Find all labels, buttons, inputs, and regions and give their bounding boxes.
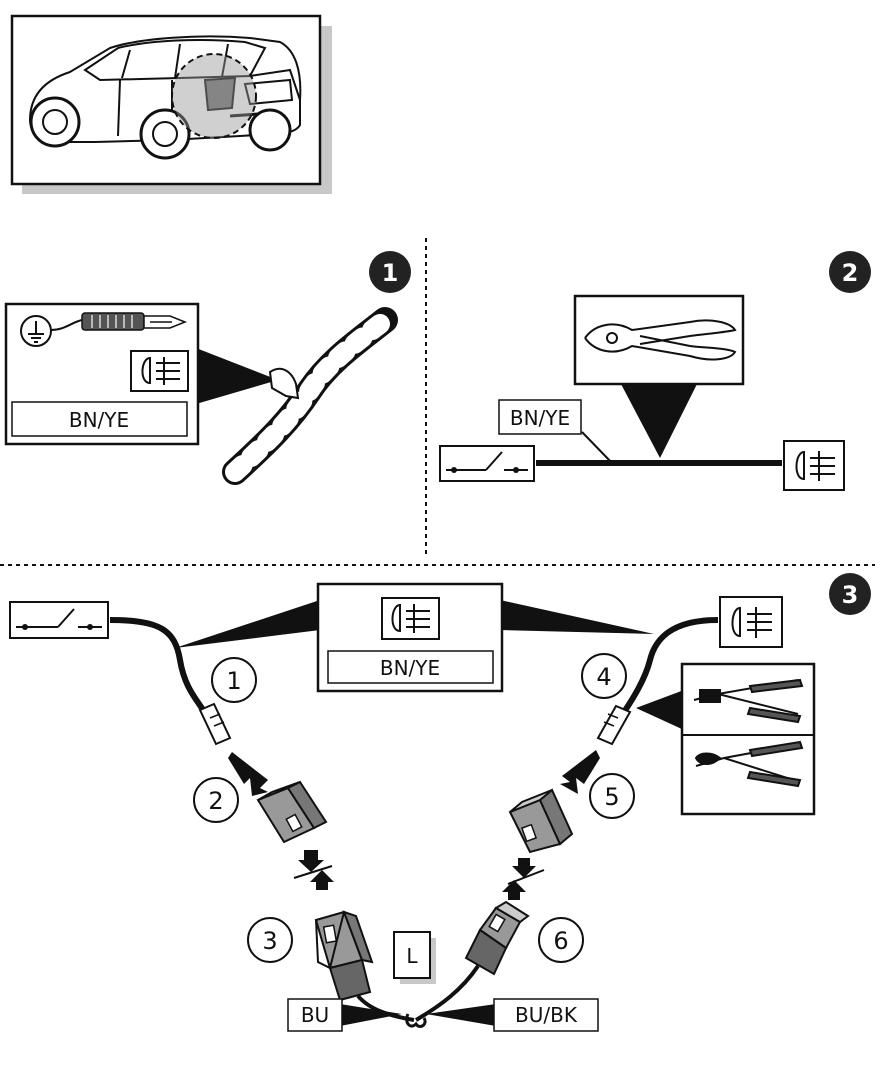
step-2-badge: 2 xyxy=(829,251,871,293)
callout-6: 6 xyxy=(538,917,584,963)
arrow-icon xyxy=(560,750,600,794)
callout-3: 3 xyxy=(247,917,293,963)
callout-1: 1 xyxy=(211,657,257,703)
wire-stripper-icon xyxy=(693,678,804,724)
svg-text:L: L xyxy=(406,944,418,968)
wire-color-label: BN/YE xyxy=(510,406,570,430)
car-overview-panel xyxy=(10,14,332,194)
rear-fog-lamp-icon xyxy=(719,596,783,648)
wiring-harness xyxy=(222,307,398,485)
ground-test-lamp-icon xyxy=(20,312,188,347)
connector-housing xyxy=(464,900,530,976)
push-arrows-left xyxy=(293,850,334,890)
svg-text:3: 3 xyxy=(262,927,277,955)
switch-icon xyxy=(9,601,109,639)
connector-mark-label: L xyxy=(393,931,436,984)
svg-text:BU/BK: BU/BK xyxy=(515,1003,578,1027)
svg-text:1: 1 xyxy=(226,667,241,695)
step-1-panel: BN/YE xyxy=(4,302,398,485)
svg-text:5: 5 xyxy=(604,783,619,811)
wire-color-label: BN/YE xyxy=(380,656,440,680)
bu-bk-wire-label: BU/BK xyxy=(426,998,599,1032)
tools-box xyxy=(636,662,816,816)
bu-wire-label: BU xyxy=(287,998,402,1032)
rear-fog-lamp-icon xyxy=(783,440,845,491)
rear-fog-lamp-icon xyxy=(130,350,189,392)
left-terminal xyxy=(198,702,232,746)
svg-text:1: 1 xyxy=(382,259,399,287)
crimping-tool-icon xyxy=(694,740,804,788)
connector-housing xyxy=(256,780,328,844)
svg-text:2: 2 xyxy=(208,787,223,815)
step-3-badge: 3 xyxy=(829,573,871,615)
car-rear-light-icon xyxy=(28,35,302,160)
left-wire xyxy=(109,617,211,720)
svg-text:2: 2 xyxy=(842,259,859,287)
svg-text:BU: BU xyxy=(301,1003,329,1027)
push-arrows-right xyxy=(502,858,545,900)
rear-light-highlight-circle xyxy=(171,53,257,139)
connector-housing xyxy=(314,910,374,1002)
step-2-panel: BN/YE xyxy=(439,294,845,491)
right-terminal xyxy=(596,704,632,746)
switch-icon xyxy=(439,445,535,482)
bu-bk-wire xyxy=(414,964,480,1022)
rear-fog-lamp-icon xyxy=(381,597,440,640)
right-wire xyxy=(621,617,719,714)
callout-5: 5 xyxy=(589,773,635,819)
wire-color-label: BN/YE xyxy=(69,408,129,432)
svg-text:6: 6 xyxy=(553,927,568,955)
connector-housing xyxy=(508,788,574,854)
side-cutter-icon xyxy=(584,319,737,361)
step-1-badge: 1 xyxy=(369,251,411,293)
callout-2: 2 xyxy=(193,777,239,823)
svg-text:4: 4 xyxy=(596,663,611,691)
svg-text:3: 3 xyxy=(842,581,859,609)
callout-4: 4 xyxy=(581,653,627,699)
step-3-panel: BN/YE xyxy=(9,582,816,1032)
arrow-icon xyxy=(228,752,268,796)
